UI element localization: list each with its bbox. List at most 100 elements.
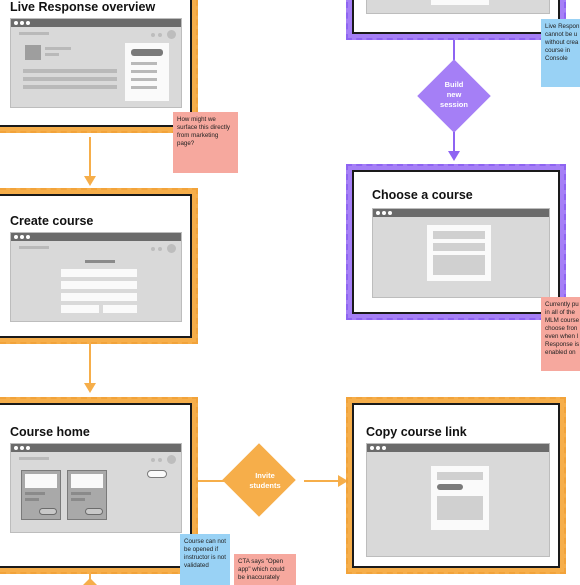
node-card: Live Response overview: [0, 0, 192, 127]
node-previous-step: [346, 0, 566, 40]
wireframe-pill: [147, 470, 167, 478]
node-title: Choose a course: [372, 188, 473, 202]
connector-arrow: [198, 480, 226, 482]
arrow-head-icon: [84, 383, 96, 393]
wireframe-line: [23, 85, 117, 89]
node-title: Copy course link: [366, 425, 467, 439]
wireframe-line: [45, 53, 59, 56]
wireframe-line: [23, 77, 117, 81]
window-dot: [20, 21, 24, 25]
window-dot: [26, 235, 30, 239]
wireframe-line: [131, 70, 157, 73]
node-copy-course-link: Copy course link: [346, 397, 566, 574]
wireframe-pill: [39, 508, 57, 515]
modal-dialog: [431, 0, 489, 5]
wireframe-browser: [10, 18, 182, 108]
form-field: [61, 293, 137, 301]
window-dot: [26, 446, 30, 450]
window-dot: [382, 211, 386, 215]
wireframe-browser: [366, 443, 550, 557]
wireframe-dot: [158, 458, 162, 462]
wireframe-line: [437, 472, 483, 480]
wireframe-dot: [158, 247, 162, 251]
wireframe-browser: [10, 232, 182, 322]
node-live-response-overview: Live Response overview: [0, 0, 198, 133]
wireframe-line: [25, 498, 39, 501]
decision-label: Invite students: [249, 471, 281, 490]
decision-label: Build new session: [440, 80, 468, 109]
wireframe-heading: [85, 260, 115, 263]
arrow-head-icon: [448, 151, 460, 161]
wireframe-option: [433, 243, 485, 251]
wireframe-dot: [151, 247, 155, 251]
wireframe-line: [131, 86, 157, 89]
wireframe-button: [437, 484, 463, 490]
wireframe-dot: [158, 33, 162, 37]
wireframe-dot: [151, 458, 155, 462]
window-dot: [382, 446, 386, 450]
node-card: Course home: [0, 403, 192, 568]
connector-arrow: [453, 40, 455, 60]
node-title: Create course: [10, 214, 94, 228]
wireframe-button: [131, 49, 163, 56]
wireframe-pill: [85, 508, 103, 515]
wireframe-field: [437, 496, 483, 520]
node-card: Create course: [0, 194, 192, 338]
node-choose-a-course: Choose a course: [346, 164, 566, 320]
browser-bar: [11, 19, 181, 27]
wireframe-browser: [10, 443, 182, 533]
wireframe-line: [131, 78, 157, 81]
node-title: Live Response overview: [10, 0, 156, 14]
node-card: Choose a course: [352, 170, 560, 314]
browser-bar: [373, 209, 549, 217]
sticky-note: Course can not be opened if instructor i…: [180, 534, 230, 585]
connector-arrow: [89, 344, 91, 386]
course-tile-image: [25, 474, 57, 488]
node-create-course: Create course: [0, 188, 198, 344]
connector-arrow: [304, 480, 340, 482]
sticky-note: CTA says "Open app" which could be inacc…: [234, 554, 296, 585]
window-dot: [376, 211, 380, 215]
window-dot: [14, 21, 18, 25]
wireframe-option: [433, 255, 485, 275]
wireframe-line: [45, 47, 71, 50]
browser-bar: [11, 444, 181, 452]
wireframe-line: [23, 69, 117, 73]
wireframe-option: [433, 231, 485, 239]
wireframe-browser: [372, 208, 550, 298]
wireframe-line: [19, 246, 49, 249]
sticky-note: Currently pu in all of the MLM course ch…: [541, 297, 580, 371]
connector-arrow: [89, 137, 91, 179]
browser-bar: [367, 444, 549, 452]
window-dot: [14, 235, 18, 239]
window-dot: [20, 235, 24, 239]
form-field: [61, 305, 99, 313]
wireframe-line: [19, 32, 49, 35]
connector-arrow: [453, 132, 455, 154]
window-dot: [376, 446, 380, 450]
wireframe-line: [25, 492, 45, 495]
node-card: [352, 0, 560, 34]
wireframe-line: [19, 457, 49, 460]
node-course-home: Course home: [0, 397, 198, 574]
wireframe-dot: [151, 33, 155, 37]
avatar: [167, 455, 176, 464]
window-dot: [370, 446, 374, 450]
avatar: [167, 30, 176, 39]
node-title: Course home: [10, 425, 90, 439]
form-field: [61, 269, 137, 277]
avatar: [167, 244, 176, 253]
window-dot: [14, 446, 18, 450]
image-placeholder: [25, 45, 41, 60]
arrow-head-icon: [338, 475, 348, 487]
wireframe-line: [71, 492, 91, 495]
window-dot: [26, 21, 30, 25]
sticky-note: How might we surface this directly from …: [173, 112, 238, 173]
form-field: [103, 305, 137, 313]
node-card: Copy course link: [352, 403, 560, 568]
sticky-note: Live Respon cannot be u without crea a c…: [541, 19, 580, 87]
window-dot: [20, 446, 24, 450]
course-tile-image: [71, 474, 103, 488]
diamond-partial: [83, 578, 97, 585]
window-dot: [388, 211, 392, 215]
